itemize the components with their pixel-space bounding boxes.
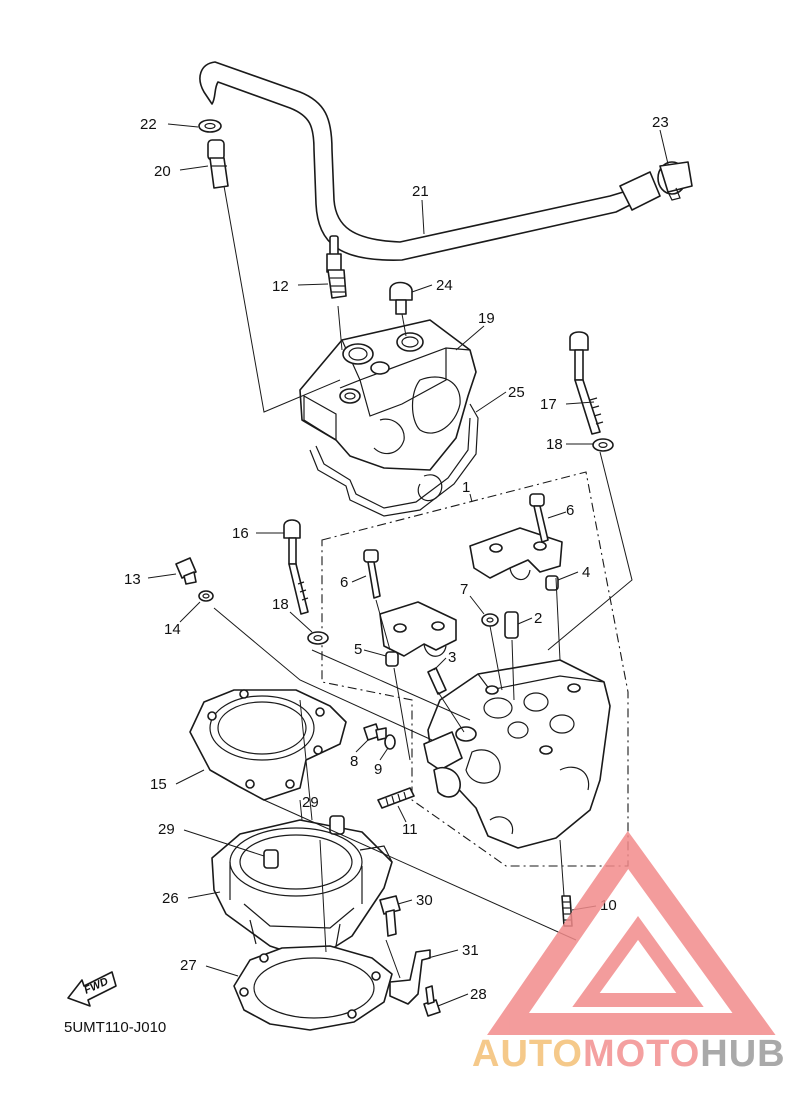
watermark-logo-icon <box>487 830 776 1035</box>
callout-17: 17 <box>540 396 557 413</box>
bolt-17 <box>569 331 604 435</box>
callout-25: 25 <box>508 384 525 401</box>
bolt-30 <box>379 895 401 937</box>
stud-3 <box>427 667 447 695</box>
callout-24: 24 <box>436 277 453 294</box>
cylinder-26 <box>211 819 393 957</box>
callout-16: 16 <box>232 525 249 542</box>
base-gasket-27 <box>233 945 393 1031</box>
callout-4: 4 <box>582 564 590 581</box>
fitting-20 <box>207 139 229 189</box>
bolt-28 <box>423 985 441 1017</box>
clip-22 <box>198 119 222 133</box>
callout-21: 21 <box>412 183 429 200</box>
cylinder-head <box>427 659 611 849</box>
washer-9 <box>384 734 396 750</box>
callout-18-left: 18 <box>272 596 289 613</box>
watermark-part-hub: HUB <box>700 1033 785 1075</box>
callout-14: 14 <box>164 621 181 638</box>
bolt-6-right <box>529 493 549 543</box>
cylinder-head-cover-19 <box>299 319 477 471</box>
callout-20: 20 <box>154 163 171 180</box>
diagram-code: 5UMT110-J010 <box>64 1019 166 1036</box>
callout-11: 11 <box>402 821 418 838</box>
bolt-6-left <box>363 549 381 599</box>
callout-27: 27 <box>180 957 197 974</box>
callout-9: 9 <box>374 761 382 778</box>
watermark-text: AUTOMOTOHUB <box>472 1033 786 1075</box>
callout-15: 15 <box>150 776 167 793</box>
chain-guide-bracket <box>423 731 463 798</box>
washer-14 <box>198 590 214 602</box>
alignment-lines <box>213 185 633 979</box>
camshaft-cap-right <box>469 527 563 581</box>
watermark-part-auto: AUTO <box>472 1033 583 1075</box>
dowel-4 <box>545 575 559 591</box>
callout-23: 23 <box>652 114 669 131</box>
head-cover-gasket-25 <box>309 403 479 517</box>
hose-clamp-23 <box>657 161 693 201</box>
stud-11 <box>377 787 415 809</box>
callout-29-top: 29 <box>302 794 319 811</box>
callout-5: 5 <box>354 641 362 658</box>
callout-numbers: 22 20 23 21 12 24 19 25 17 18 1 6 16 13 … <box>124 114 669 1003</box>
breather-hose-21 <box>199 61 661 261</box>
callout-30: 30 <box>416 892 433 909</box>
callout-6-right: 6 <box>566 502 574 519</box>
bolt-13 <box>175 557 197 585</box>
dowel-5 <box>385 651 399 667</box>
oil-filler-cap-24 <box>389 281 413 315</box>
callout-12: 12 <box>272 278 289 295</box>
callout-8: 8 <box>350 753 358 770</box>
callout-3: 3 <box>448 649 456 666</box>
sleeve-2 <box>504 611 519 639</box>
callout-31: 31 <box>462 942 479 959</box>
forward-arrow-icon: FWD <box>67 971 117 1007</box>
callout-13: 13 <box>124 571 141 588</box>
callout-1: 1 <box>462 479 470 496</box>
callout-18-right: 18 <box>546 436 563 453</box>
assembly-boundary-1 <box>321 471 629 867</box>
washer-18-right <box>592 438 614 452</box>
callout-7: 7 <box>460 581 468 598</box>
spark-plug-12 <box>326 235 347 299</box>
callout-19: 19 <box>478 310 495 327</box>
head-gasket-15 <box>189 689 347 801</box>
bracket-31 <box>389 949 431 1005</box>
callout-6-left: 6 <box>340 574 348 591</box>
camshaft-cap-left <box>379 601 457 657</box>
dowel-29-a <box>263 849 279 869</box>
washer-18-left <box>307 631 329 645</box>
dowel-29-b <box>329 815 345 835</box>
plug-7 <box>481 613 499 627</box>
callout-2: 2 <box>534 610 542 627</box>
callout-29-left: 29 <box>158 821 175 838</box>
watermark-part-moto: MOTO <box>583 1033 700 1075</box>
callout-28: 28 <box>470 986 487 1003</box>
callout-22: 22 <box>140 116 157 133</box>
bolt-8 <box>363 723 387 741</box>
bolt-16 <box>283 519 309 615</box>
callout-26: 26 <box>162 890 179 907</box>
